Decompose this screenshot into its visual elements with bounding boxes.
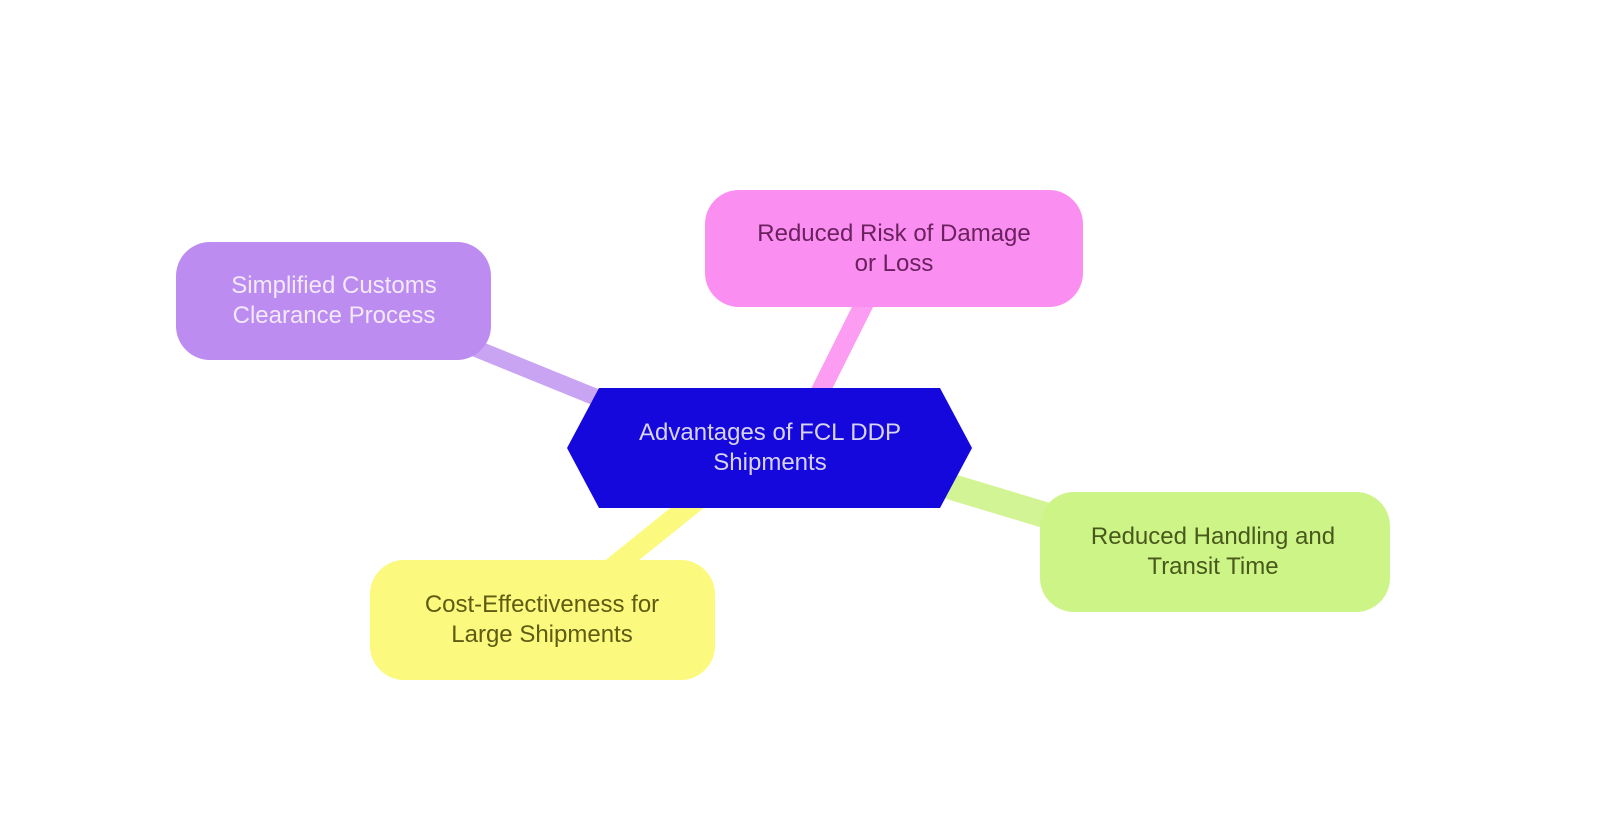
node-shape-reduced-handling [1040, 492, 1390, 612]
node-shape-reduced-risk [705, 190, 1083, 307]
node-shape-simplified-customs [176, 242, 491, 360]
edge-reduced-handling [919, 468, 1071, 532]
edge-reduced-risk [808, 286, 878, 406]
node-shape-center-hexagon [567, 388, 972, 508]
edge-simplified-customs [446, 331, 619, 412]
node-shape-cost-effectiveness [370, 560, 715, 680]
